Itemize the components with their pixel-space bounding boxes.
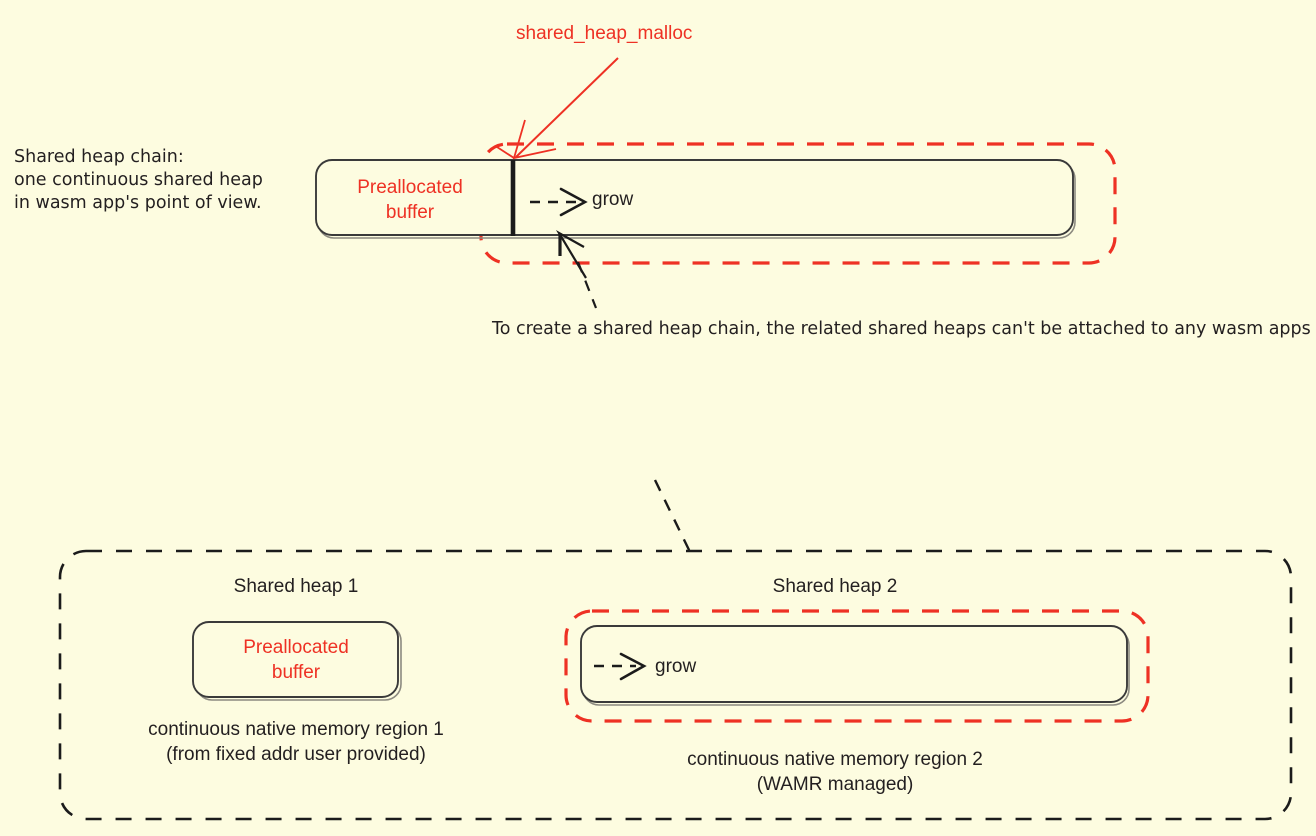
shared-heap-chain-description: Shared heap chain: one continuous shared… [14,147,263,213]
grow-arrow-icon-top [530,187,588,217]
shared-heap-2-red-dashed-outline [564,609,1150,723]
shared-heap-1-title: Shared heap 1 [233,576,359,597]
shared-heap-2-title: Shared heap 2 [772,576,898,597]
shared-heap-malloc-arrow-icon [496,57,619,160]
note-to-container-leader [653,479,692,553]
shared-heap-2-caption: continuous native memory region 2 (WAMR … [687,749,983,795]
top-preallocated-buffer-label: Preallocated buffer [357,177,463,223]
grow-arrow-icon-bottom [594,652,647,681]
note-leader-arrow-icon [555,230,598,309]
shared-heap-1-caption: continuous native memory region 1 (from … [148,719,444,765]
shared-heap-malloc-label: shared_heap_malloc [516,23,693,44]
top-grow-label: grow [592,189,634,210]
chain-rule-note: To create a shared heap chain, the relat… [492,319,1311,339]
top-red-dashed-region [479,142,1117,265]
shared-heap-1-box-label: Preallocated buffer [243,637,349,683]
shared-heap-2-box-label: grow [655,656,697,677]
